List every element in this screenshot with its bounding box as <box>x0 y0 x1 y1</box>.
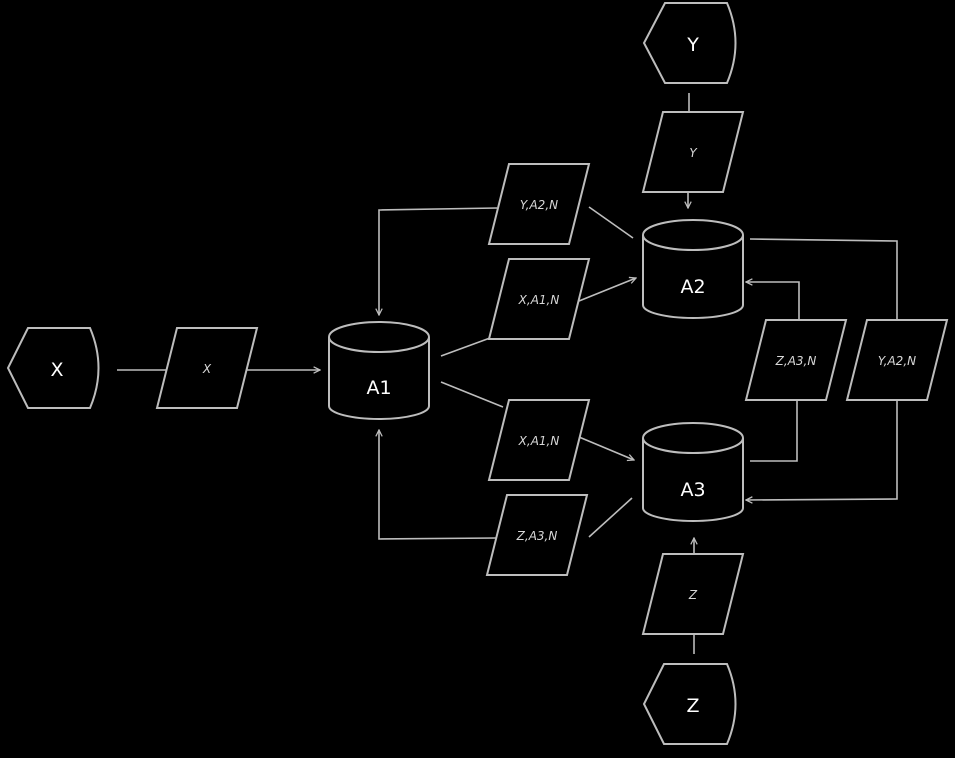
database-a1-top <box>328 321 430 353</box>
dataflow-y-a2-n-top: Y,A2,N <box>487 163 591 245</box>
terminal-z-shape <box>642 663 737 745</box>
database-a2: A2 <box>642 219 744 319</box>
dataflow-x-in-label: X <box>202 362 212 376</box>
dataflow-x-in-shape <box>155 327 259 409</box>
dataflow-y-a2-n-right: Y,A2,N <box>845 319 949 401</box>
dataflow-y-in-shape <box>641 111 745 193</box>
connector-a2-to-ya2n-right <box>749 238 898 320</box>
dataflow-x-a1-n-upper-shape <box>487 258 591 340</box>
dataflow-z-a3-n-bottom: Z,A3,N <box>485 494 589 576</box>
dataflow-z-a3-n-bottom-label: Z,A3,N <box>516 529 558 543</box>
database-a1-label: A1 <box>366 377 391 399</box>
dataflow-z-in: Z <box>641 553 745 635</box>
dataflow-x-a1-n-upper-label: X,A1,N <box>518 293 560 307</box>
dataflow-y-a2-n-top-label: Y,A2,N <box>520 198 558 212</box>
connector-xa1n-upper-to-a2 <box>578 278 636 302</box>
terminal-z-label: Z <box>686 695 699 717</box>
dataflow-z-in-label: Z <box>688 588 698 602</box>
terminal-z: Z <box>642 663 737 745</box>
database-a3: A3 <box>642 422 744 522</box>
dataflow-y-in-label: Y <box>689 146 698 160</box>
database-a3-top <box>642 422 744 454</box>
database-a3-body <box>642 438 744 522</box>
connector-a2-to-ya2n <box>588 206 634 239</box>
connector-a1-to-xa1n-upper <box>440 337 491 357</box>
terminal-x: X <box>6 327 100 409</box>
connectors <box>117 93 898 654</box>
dataflow-z-a3-n-right-shape <box>744 319 848 401</box>
connector-za3n-to-a1 <box>379 430 498 540</box>
database-a2-body <box>642 235 744 319</box>
connector-ya2n-right-to-a3 <box>746 401 898 500</box>
database-a2-top <box>642 219 744 251</box>
dataflow-x-a1-n-lower-label: X,A1,N <box>518 434 560 448</box>
database-a1: A1 <box>328 321 430 420</box>
dataflow-z-a3-n-right: Z,A3,N <box>744 319 848 401</box>
dataflow-z-a3-n-bottom-shape <box>485 494 589 576</box>
dataflow-y-a2-n-right-shape <box>845 319 949 401</box>
connector-xa1n-lower-to-a3 <box>578 436 634 460</box>
dataflow-x-a1-n-lower: X,A1,N <box>487 399 591 481</box>
dataflow-z-in-shape <box>641 553 745 635</box>
dataflow-x-a1-n-lower-shape <box>487 399 591 481</box>
terminal-x-shape <box>6 327 100 409</box>
connector-ya2n-to-a1 <box>379 207 498 315</box>
terminal-y: Y <box>642 1 737 84</box>
connector-a1-to-xa1n-lower <box>440 381 504 408</box>
terminal-y-shape <box>642 1 737 84</box>
terminal-y-label: Y <box>686 34 699 56</box>
connector-a3-to-za3n <box>588 497 633 538</box>
database-a1-body <box>328 337 430 420</box>
dataflow-x-in: X <box>155 327 259 409</box>
terminal-x-label: X <box>50 359 63 381</box>
connector-za3n-right-to-a2 <box>746 282 800 320</box>
dataflow-z-a3-n-right-label: Z,A3,N <box>775 354 817 368</box>
connector-a3-to-za3n-right <box>750 401 798 462</box>
database-a2-label: A2 <box>680 276 705 298</box>
dataflow-x-a1-n-upper: X,A1,N <box>487 258 591 340</box>
dataflow-y-in: Y <box>641 111 745 193</box>
database-a3-label: A3 <box>680 479 705 501</box>
dataflow-y-a2-n-right-label: Y,A2,N <box>878 354 916 368</box>
dataflow-y-a2-n-top-shape <box>487 163 591 245</box>
